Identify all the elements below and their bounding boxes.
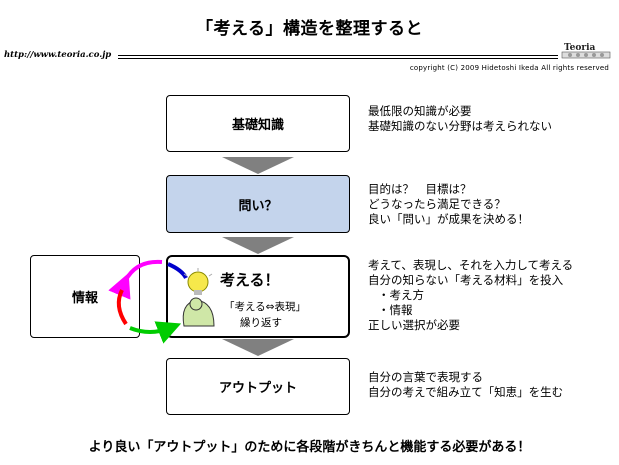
- thinking-person-icon: [182, 268, 215, 327]
- logo-text: Teoria: [564, 43, 596, 53]
- think-note: 考えて、表現し、それを入力して考える 自分の知らない「考える材料」を投入 ・考え…: [368, 258, 573, 333]
- question-box: 問い？: [166, 175, 350, 233]
- note-line: 自分の言葉で表現する: [368, 370, 483, 384]
- basic-knowledge-note: 最低限の知識が必要 基礎知識のない分野は考えられない: [368, 104, 552, 134]
- down-arrow-3: [222, 339, 294, 356]
- think-subtitle: 「考える⇔表現」: [224, 301, 306, 313]
- note-line: 良い「問い」が成果を決める！: [368, 212, 529, 226]
- note-list-item: ・情報: [378, 303, 413, 317]
- footer-message: より良い「アウトプット」のために各段階がきちんと機能する必要がある！: [88, 440, 531, 455]
- down-arrow-2: [222, 237, 294, 254]
- think-repeat-label: 繰り返す: [240, 317, 282, 329]
- note-line: 正しい選択が必要: [368, 318, 460, 332]
- page-title: 「考える」構造を整理すると: [196, 19, 423, 39]
- header-rule-thin: [118, 58, 558, 59]
- basic-knowledge-box: 基礎知識: [166, 95, 350, 152]
- output-box: アウトプット: [166, 358, 350, 415]
- question-note: 目的は？ 目標は？ どうなったら満足できる？ 良い「問い」が成果を決める！: [368, 182, 529, 227]
- think-title: 考える！: [220, 271, 280, 289]
- output-note: 自分の言葉で表現する 自分の考えで組み立て「知恵」を生む: [368, 370, 563, 400]
- note-line: 自分の考えで組み立て「知恵」を生む: [368, 385, 564, 399]
- note-line: 考えて、表現し、それを入力して考える: [368, 258, 574, 272]
- note-line: 目的は？ 目標は？: [368, 182, 472, 196]
- copyright-text: copyright (C) 2009 Hidetoshi Ikeda All r…: [409, 64, 609, 72]
- note-line: どうなったら満足できる？: [368, 197, 506, 211]
- header-rule-thick: [118, 55, 558, 56]
- note-line: 基礎知識のない分野は考えられない: [368, 119, 552, 133]
- cycle-arrows-icon: [108, 259, 188, 344]
- site-url[interactable]: http://www.teoria.co.jp: [4, 50, 116, 60]
- note-line: 最低限の知識が必要: [368, 104, 472, 118]
- note-line: 自分の知らない「考える材料」を投入: [368, 273, 564, 287]
- note-list-item: ・考え方: [378, 288, 424, 302]
- down-arrow-1: [222, 157, 294, 174]
- teoria-logo-icon: Teoria: [561, 43, 611, 59]
